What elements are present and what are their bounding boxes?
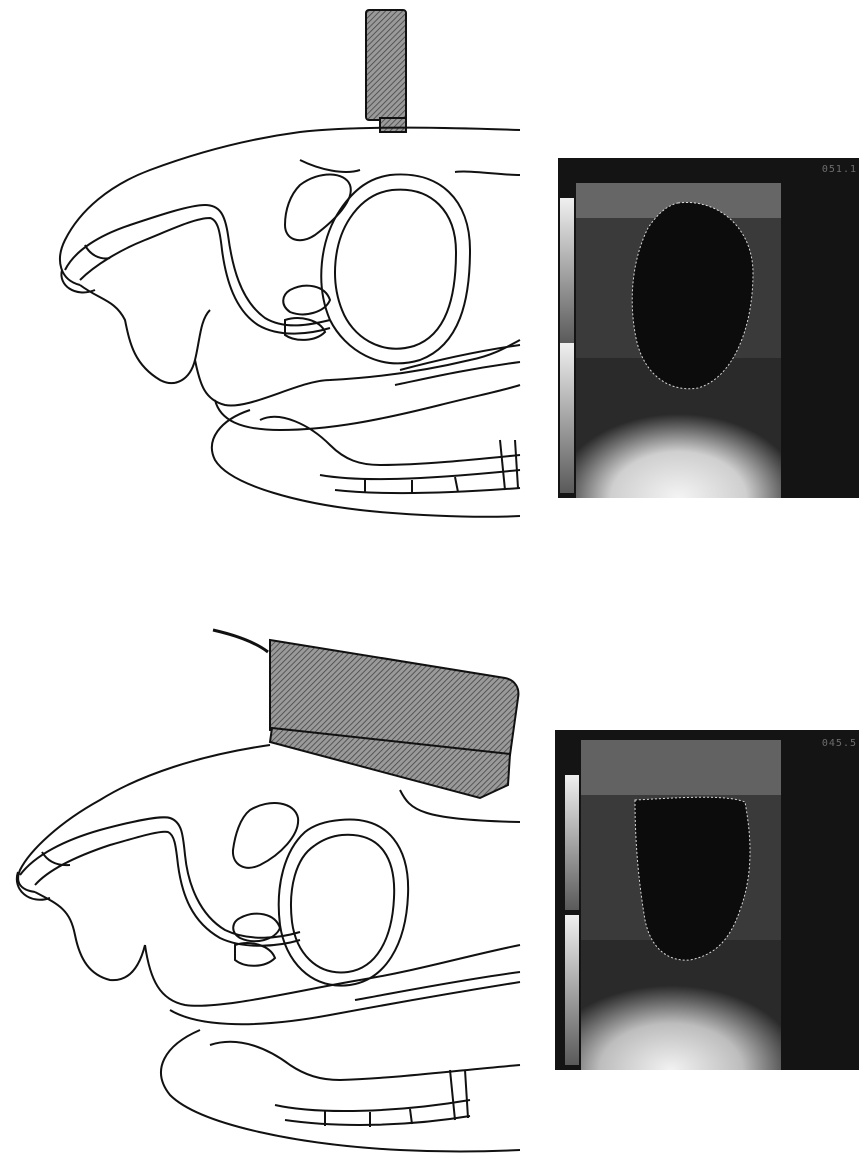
- uterus-outline: [61, 205, 330, 334]
- body-outline: [18, 745, 520, 1152]
- bladder-outline: [279, 820, 408, 986]
- ultrasound-image-sector: 051.1: [558, 158, 859, 498]
- grey-scale-bar: [560, 198, 574, 343]
- bladder-outline: [321, 174, 470, 363]
- spine-segments: [320, 440, 520, 494]
- grey-scale-bar: [560, 343, 574, 493]
- organ-shapes: [233, 803, 520, 1000]
- uterus-outline: [17, 817, 300, 945]
- ultrasound-scan-sector: [558, 158, 859, 498]
- grey-scale-bar: [565, 775, 579, 910]
- probe-cable: [213, 630, 268, 652]
- measurement-readout: 051.1: [822, 164, 857, 175]
- organ-shapes: [283, 174, 520, 385]
- ultrasound-scan-linear: [555, 730, 859, 1070]
- grey-scale-bar: [565, 915, 579, 1065]
- linear-array-probe-icon: [270, 640, 518, 798]
- panel-sector-probe: 051.1: [0, 0, 859, 560]
- panel-linear-probe: 045.5: [0, 560, 859, 1155]
- body-outline: [60, 128, 520, 517]
- sector-probe-icon: [366, 10, 406, 132]
- ultrasound-image-linear: 045.5: [555, 730, 859, 1070]
- measurement-readout: 045.5: [822, 738, 857, 749]
